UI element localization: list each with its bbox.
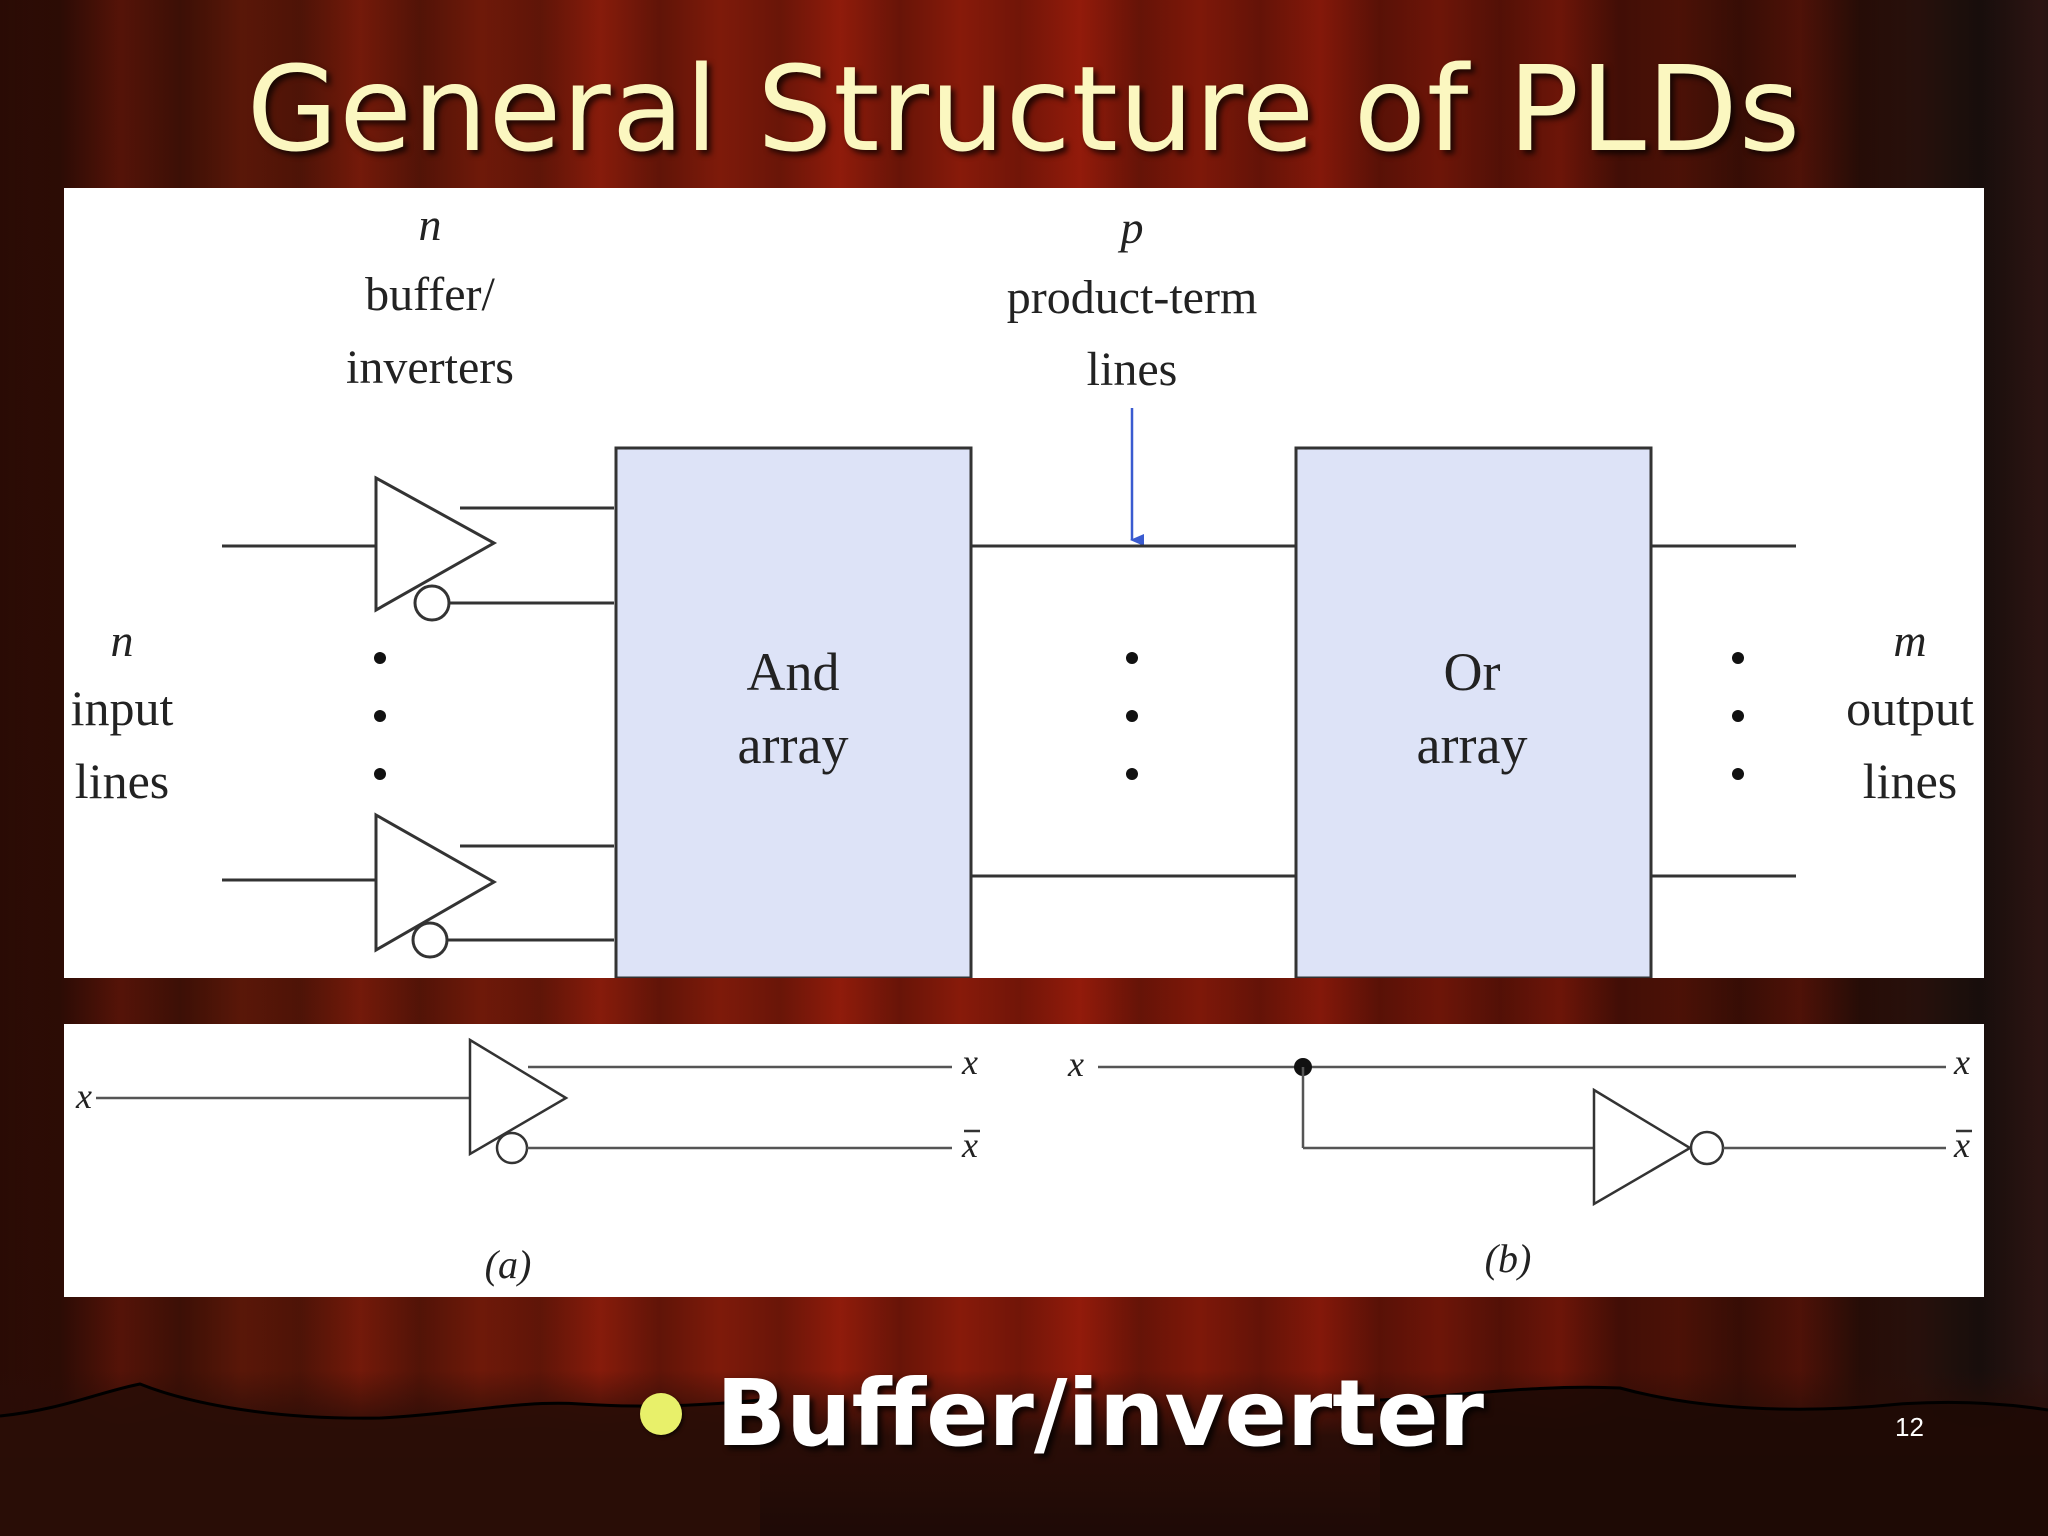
bullet-text: Buffer/inverter: [716, 1360, 1485, 1467]
a-input-label: x: [75, 1076, 92, 1116]
output-label-line1: output: [1846, 680, 1974, 736]
buffer-inverter-bottom: [374, 812, 614, 959]
or-array-block: [1294, 446, 1653, 980]
and-array-label-line1: And: [747, 642, 840, 702]
buffer-label-line1: buffer/: [365, 268, 495, 321]
curtain-bottom-band: [0, 1370, 2048, 1536]
b-caption: (b): [1485, 1236, 1532, 1281]
page-number: 12: [1895, 1412, 1924, 1442]
and-array-block: [614, 446, 973, 980]
buffer-inverter-symbol-b: [1098, 1058, 1946, 1207]
curtain-edge: [0, 1382, 2048, 1536]
buffer-inverter-diagram: x x x (a) x x x (b): [64, 1024, 1984, 1297]
b-output-true-label: x: [1953, 1042, 1970, 1082]
output-ellipsis: [1732, 652, 1744, 780]
product-label-line1: product-term: [1007, 271, 1258, 324]
or-array-label-line2: array: [1417, 715, 1528, 775]
buffer-ellipsis: [374, 652, 386, 780]
or-array-label-line1: Or: [1444, 642, 1501, 702]
b-output-complement-label: x: [1953, 1125, 1970, 1165]
and-array-label-line2: array: [738, 715, 849, 775]
buffer-count-label: n: [419, 199, 442, 250]
input-label-line1: input: [71, 680, 174, 736]
a-caption: (a): [485, 1242, 532, 1287]
product-term-ellipsis: [1126, 652, 1138, 780]
output-count-label: m: [1893, 615, 1926, 666]
bullet-item: Buffer/inverter: [640, 1360, 1484, 1467]
a-output-complement-label: x: [961, 1125, 978, 1165]
bullet-dot-icon: [640, 1392, 682, 1435]
product-count-label: p: [1118, 202, 1144, 253]
a-output-true-label: x: [961, 1042, 978, 1082]
product-label-line2: lines: [1087, 343, 1178, 396]
slide-title: General Structure of PLDs: [246, 40, 1802, 178]
pld-structure-svg: n buffer/ inverters p product-term lines…: [71, 199, 1974, 980]
output-label-line2: lines: [1863, 753, 1957, 809]
buffer-inverter-svg: x x x (a) x x x (b): [75, 1037, 1972, 1287]
buffer-inverter-symbol-a: [96, 1037, 952, 1165]
pld-structure-diagram: n buffer/ inverters p product-term lines…: [64, 188, 1984, 980]
input-label-line2: lines: [75, 753, 169, 809]
buffer-inverter-top: [374, 475, 614, 622]
input-count-label: n: [111, 615, 134, 666]
b-input-label: x: [1067, 1044, 1084, 1084]
buffer-label-line2: inverters: [346, 341, 514, 394]
